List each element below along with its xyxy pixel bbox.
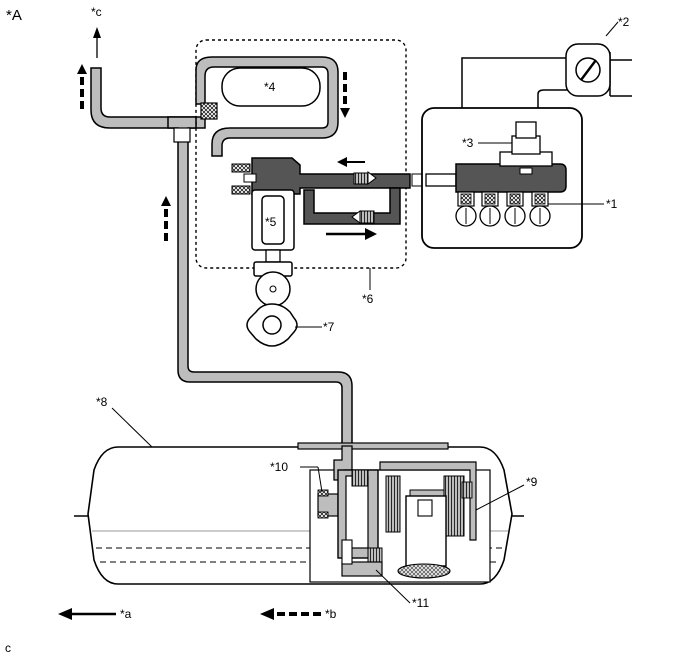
callout-2-label: *2 bbox=[618, 15, 630, 29]
callout-8-label: *8 bbox=[96, 395, 108, 409]
throttle-body-icon bbox=[461, 43, 632, 108]
figure-code: c bbox=[5, 641, 11, 655]
fuel-rail bbox=[425, 121, 567, 193]
callout-3-label: *3 bbox=[462, 136, 474, 150]
callout-7-label: *7 bbox=[323, 320, 335, 334]
callout-4-label: *4 bbox=[264, 80, 276, 94]
injector-icon bbox=[455, 191, 551, 227]
dashed-flow-arrow-upper bbox=[77, 64, 87, 109]
legend-dashed-arrow-label: *b bbox=[325, 607, 337, 621]
panel-label: *A bbox=[6, 7, 22, 24]
callout-10-label: *10 bbox=[270, 460, 288, 474]
cam-lobe bbox=[246, 303, 298, 347]
legend-dashed-arrow bbox=[260, 608, 321, 620]
callout-c-label: *c bbox=[91, 5, 102, 19]
legend-solid-arrow bbox=[58, 608, 116, 620]
callout-9-label: *9 bbox=[526, 475, 538, 489]
vent-outlet-arrow bbox=[93, 27, 101, 58]
callout-5-label: *5 bbox=[265, 215, 277, 229]
fuel-pump-module bbox=[309, 445, 491, 583]
canister-loop bbox=[195, 56, 339, 157]
callout-6-label: *6 bbox=[362, 292, 374, 306]
legend-solid-arrow-label: *a bbox=[120, 607, 132, 621]
high-pressure-pump bbox=[251, 189, 295, 307]
callout-11-label: *11 bbox=[412, 596, 429, 610]
solid-flow-arrow-right bbox=[326, 228, 377, 240]
callout-1-label: *1 bbox=[606, 197, 618, 211]
check-valve-icon bbox=[200, 102, 218, 120]
dashed-flow-arrow-middle bbox=[161, 196, 171, 241]
dashed-flow-arrow-loop bbox=[340, 72, 350, 118]
solid-flow-arrow-left bbox=[337, 157, 365, 167]
engine-room-boundary bbox=[195, 39, 407, 269]
